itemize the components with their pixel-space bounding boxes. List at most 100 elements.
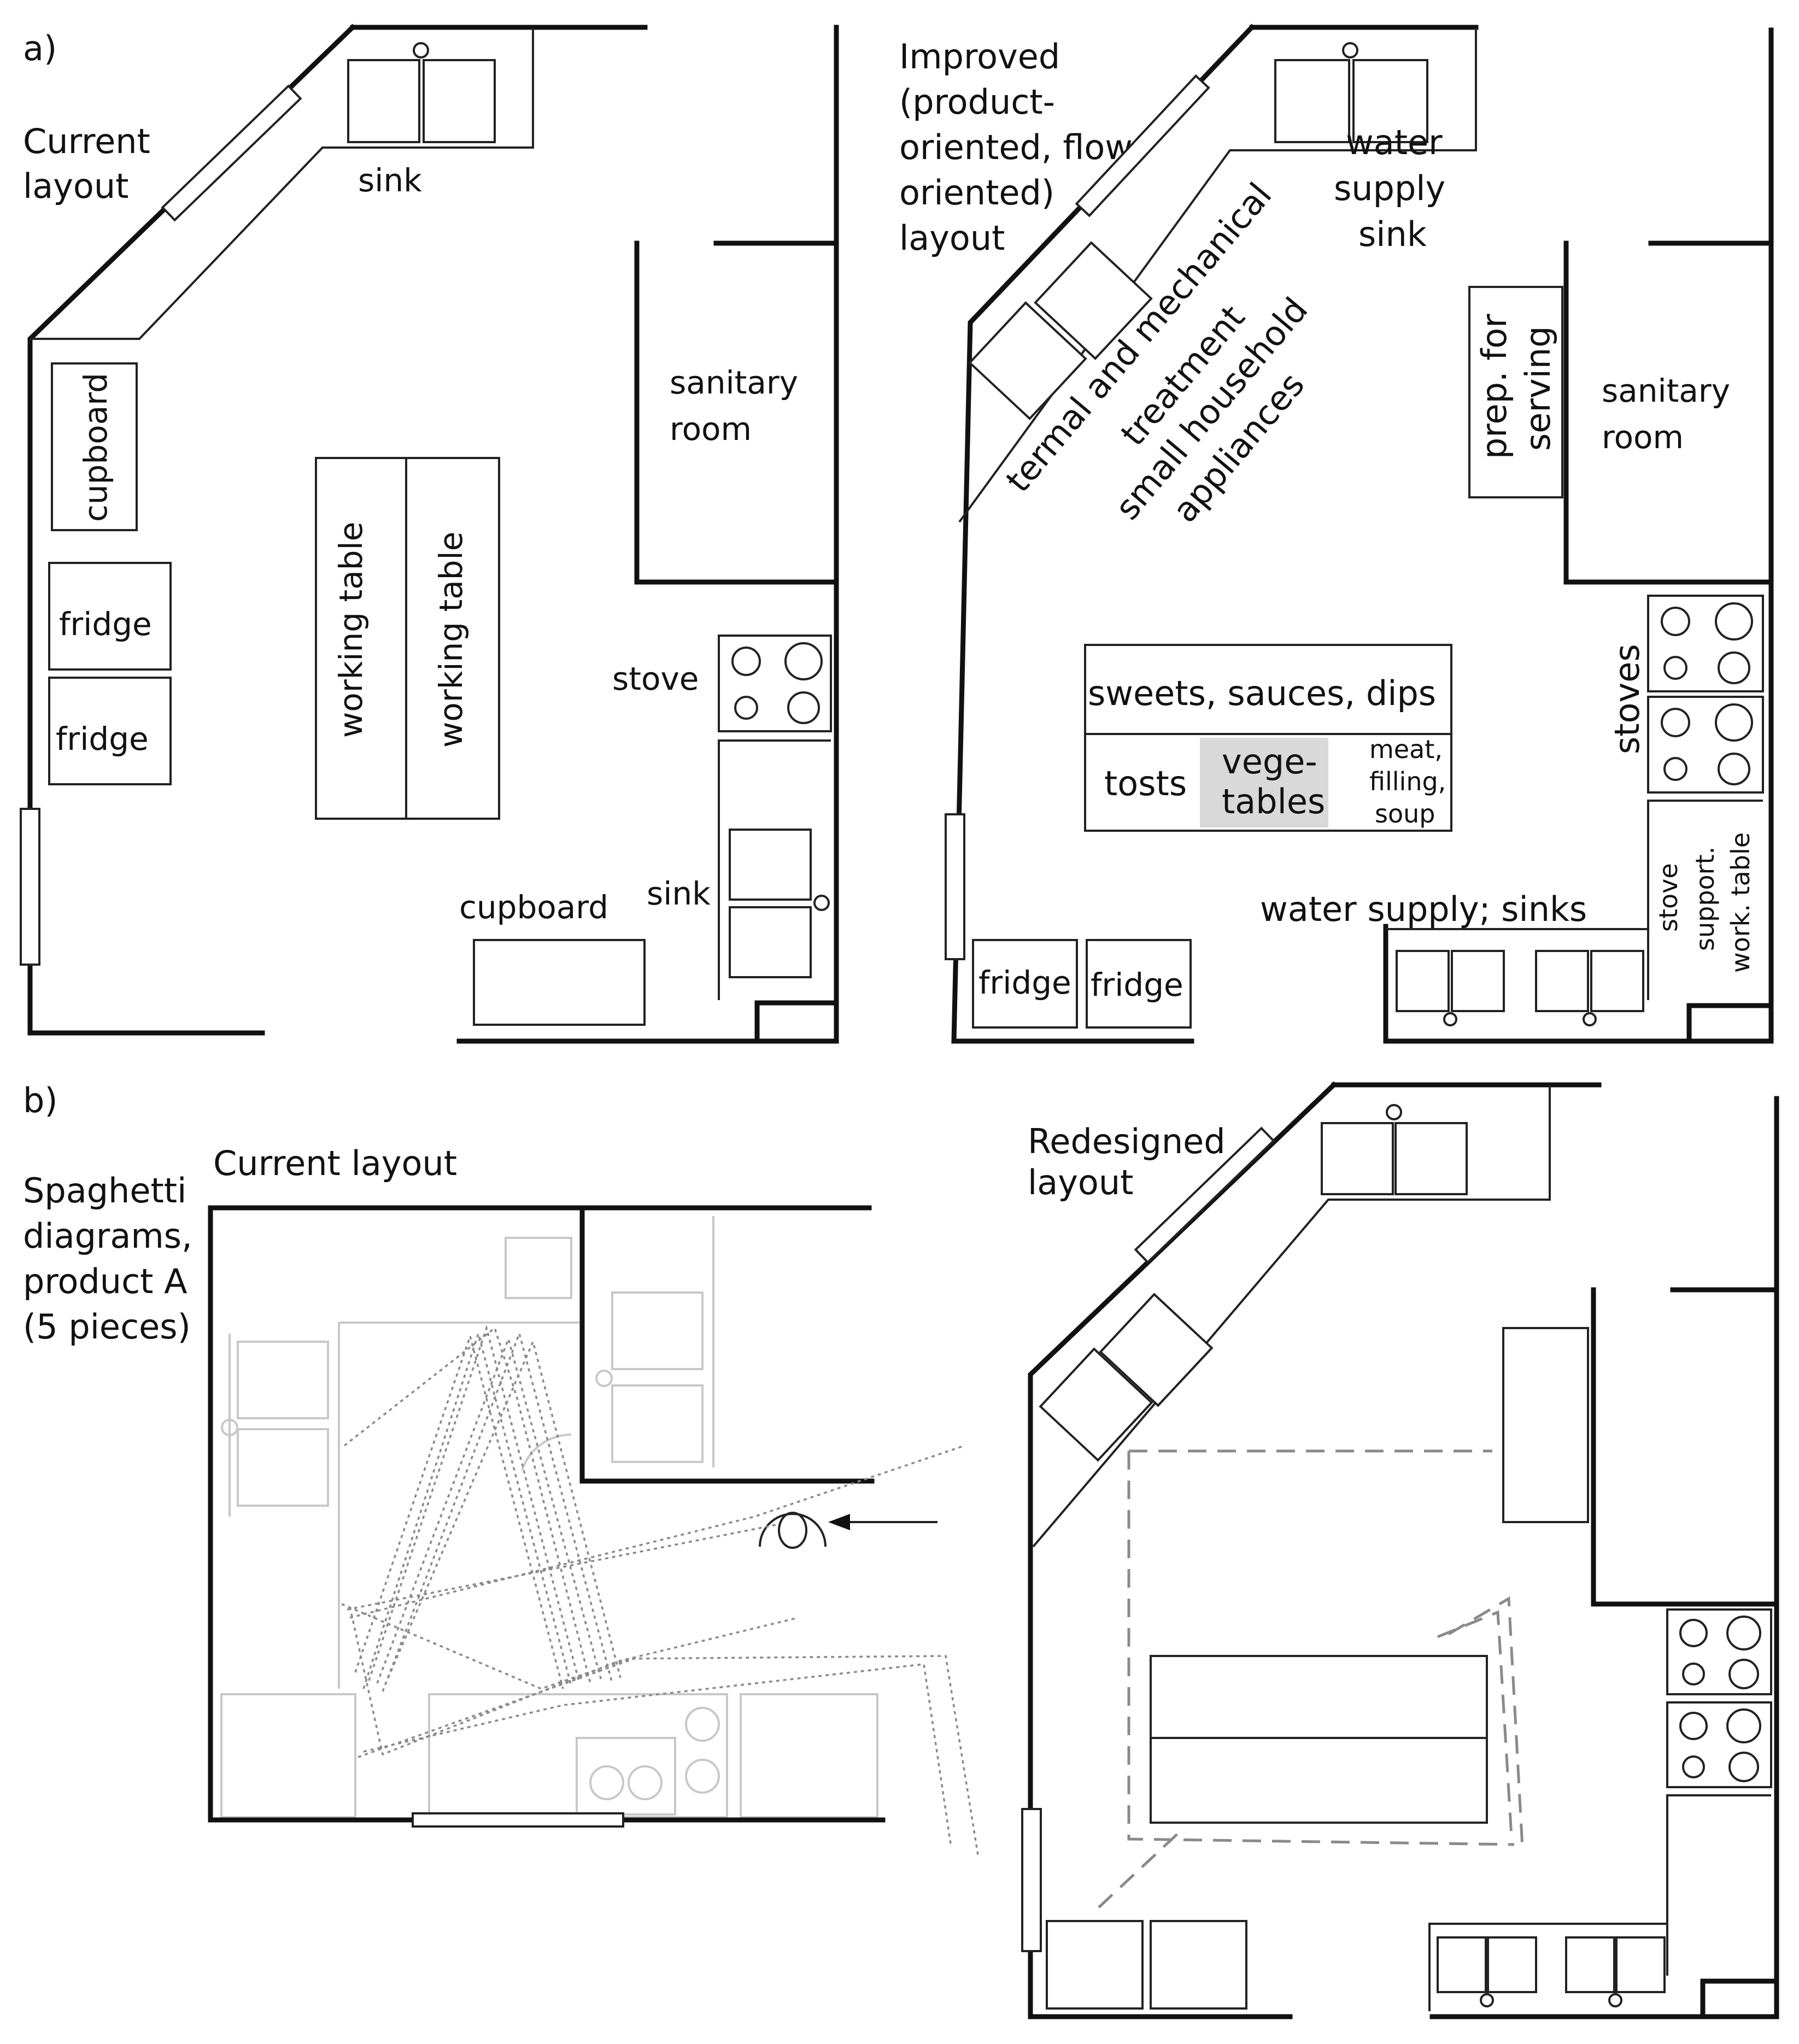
improved-title-line-1: Improved <box>899 37 1060 77</box>
movement-path <box>349 1444 965 1619</box>
label-stove-support-line-1: stove <box>1654 863 1683 932</box>
appliance-box-2 <box>968 301 1087 420</box>
label-working-table-2: working table <box>432 532 470 748</box>
window-left <box>945 813 965 960</box>
burner-icon <box>1679 1712 1708 1740</box>
diagonal-counter <box>30 27 534 340</box>
faded-faucet <box>595 1370 613 1387</box>
movement-path <box>368 1324 581 1684</box>
fridge-2 <box>1086 939 1192 1029</box>
faded-sanitary-fixture <box>611 1291 704 1370</box>
burner-icon <box>1715 602 1753 641</box>
label-fridge-2: fridge <box>1091 966 1183 1003</box>
sink-top-basin-right <box>1394 1122 1468 1195</box>
faded-stove-block <box>428 1693 728 1818</box>
faded-burner <box>685 1707 720 1742</box>
burner-icon <box>1682 1663 1705 1685</box>
label-water-line-1: water <box>1346 122 1443 162</box>
window-left <box>1021 1808 1042 1952</box>
label-sanitary-line-1: sanitary <box>670 364 798 401</box>
movement-path <box>1448 1596 1524 1848</box>
fridge-2 <box>48 677 172 785</box>
sink-right-basin-2 <box>729 906 812 978</box>
faded-stove-top <box>576 1737 676 1816</box>
appliance-box-1 <box>1099 1293 1214 1407</box>
burner-icon <box>1728 1752 1759 1782</box>
panel-a-improved-layout: Improved (product- oriented, flow- orien… <box>899 24 1774 1044</box>
burner-icon <box>1661 607 1690 636</box>
faded-burner <box>589 1765 624 1800</box>
redesigned-title-line-1: Redesigned <box>1028 1121 1226 1161</box>
panel-a-tag: a) <box>23 28 57 68</box>
movement-path <box>341 1603 980 1859</box>
sink-right-basin-1 <box>729 829 812 901</box>
label-vegetables-line-1: vege- <box>1222 742 1317 782</box>
faucet-top-icon <box>1342 42 1358 58</box>
movement-path <box>349 1606 799 1756</box>
label-sanitary-line-2: room <box>1602 419 1684 456</box>
burner-icon <box>1663 757 1687 781</box>
cupboard-left <box>51 362 138 531</box>
burner-icon <box>1718 753 1750 785</box>
faucet-icon <box>1583 1012 1597 1026</box>
label-prep-line-1: prep. for <box>1474 314 1514 459</box>
label-meat-line-2: filling, <box>1369 767 1446 796</box>
appliance-box-2 <box>1039 1347 1153 1462</box>
current-layout-title-line-2: layout <box>23 166 128 206</box>
stove-support-table <box>1666 1794 1771 1976</box>
sink-top-basin-right <box>1352 59 1428 143</box>
faded-door-arc <box>521 1434 572 1471</box>
burner-icon <box>1726 1708 1761 1743</box>
label-sink-right: sink <box>647 875 711 912</box>
label-cupboard-left: cupboard <box>77 373 114 522</box>
window-diagonal <box>1075 74 1210 218</box>
label-stove: stove <box>612 660 699 697</box>
prep-serving-table <box>1468 286 1563 498</box>
current-layout-title: Current layout <box>213 1143 457 1183</box>
label-stove-support-line-3: work. table <box>1726 832 1755 973</box>
label-sanitary-line-2: room <box>670 410 752 448</box>
panel-b-redesigned-layout: Redesigned layout <box>1021 1081 1779 2019</box>
burner-icon <box>1726 1616 1761 1651</box>
faded-cabinet <box>740 1693 878 1818</box>
arrow-head-icon <box>828 1514 850 1530</box>
operator-head-icon <box>778 1512 807 1549</box>
sink-top-basin-right <box>423 59 496 143</box>
label-prep-line-2: serving <box>1518 326 1558 451</box>
burner-icon <box>1661 708 1690 737</box>
operator-shoulders-icon <box>759 1513 827 1547</box>
wall-right-bottom <box>1383 27 1774 1044</box>
improved-title-line-2: (product- <box>899 82 1055 122</box>
faded-cabinet <box>220 1693 356 1818</box>
label-meat-line-1: meat, <box>1369 735 1443 764</box>
burner-icon <box>784 642 823 680</box>
sink-basin <box>1590 950 1644 1012</box>
wall-corner <box>754 1000 839 1044</box>
panel-b-tag: b) <box>23 1080 58 1120</box>
movement-path <box>1437 1610 1513 1837</box>
faded-faucet <box>221 1419 238 1436</box>
burner-icon <box>1718 651 1750 684</box>
label-water-supply-sinks: water supply; sinks <box>1260 889 1587 929</box>
wall-sanitary <box>1591 1287 1779 1607</box>
sink-basin <box>1565 1936 1615 1993</box>
improved-title-line-5: layout <box>899 218 1005 258</box>
cupboard-bottom <box>473 939 646 1026</box>
window-left <box>20 808 40 966</box>
wall-sanitary <box>1563 240 1774 585</box>
burner-icon <box>1663 656 1687 680</box>
window-bottom <box>412 1812 624 1828</box>
movement-path <box>1098 1830 1182 1908</box>
label-vegetables-line-2: tables <box>1222 782 1325 821</box>
faucet-icon <box>1480 1993 1494 2007</box>
burner-icon <box>1715 703 1753 742</box>
faded-sanitary-fixture <box>611 1384 704 1463</box>
spaghetti-paths <box>341 1324 980 1859</box>
movement-path <box>1127 1451 1515 1846</box>
label-water-line-3: sink <box>1358 214 1427 254</box>
wall-left-bottom <box>208 1205 886 1823</box>
spaghetti-caption-line-2: diagrams, <box>23 1216 192 1256</box>
faded-burner <box>628 1765 663 1800</box>
label-stoves: stoves <box>1607 644 1647 754</box>
